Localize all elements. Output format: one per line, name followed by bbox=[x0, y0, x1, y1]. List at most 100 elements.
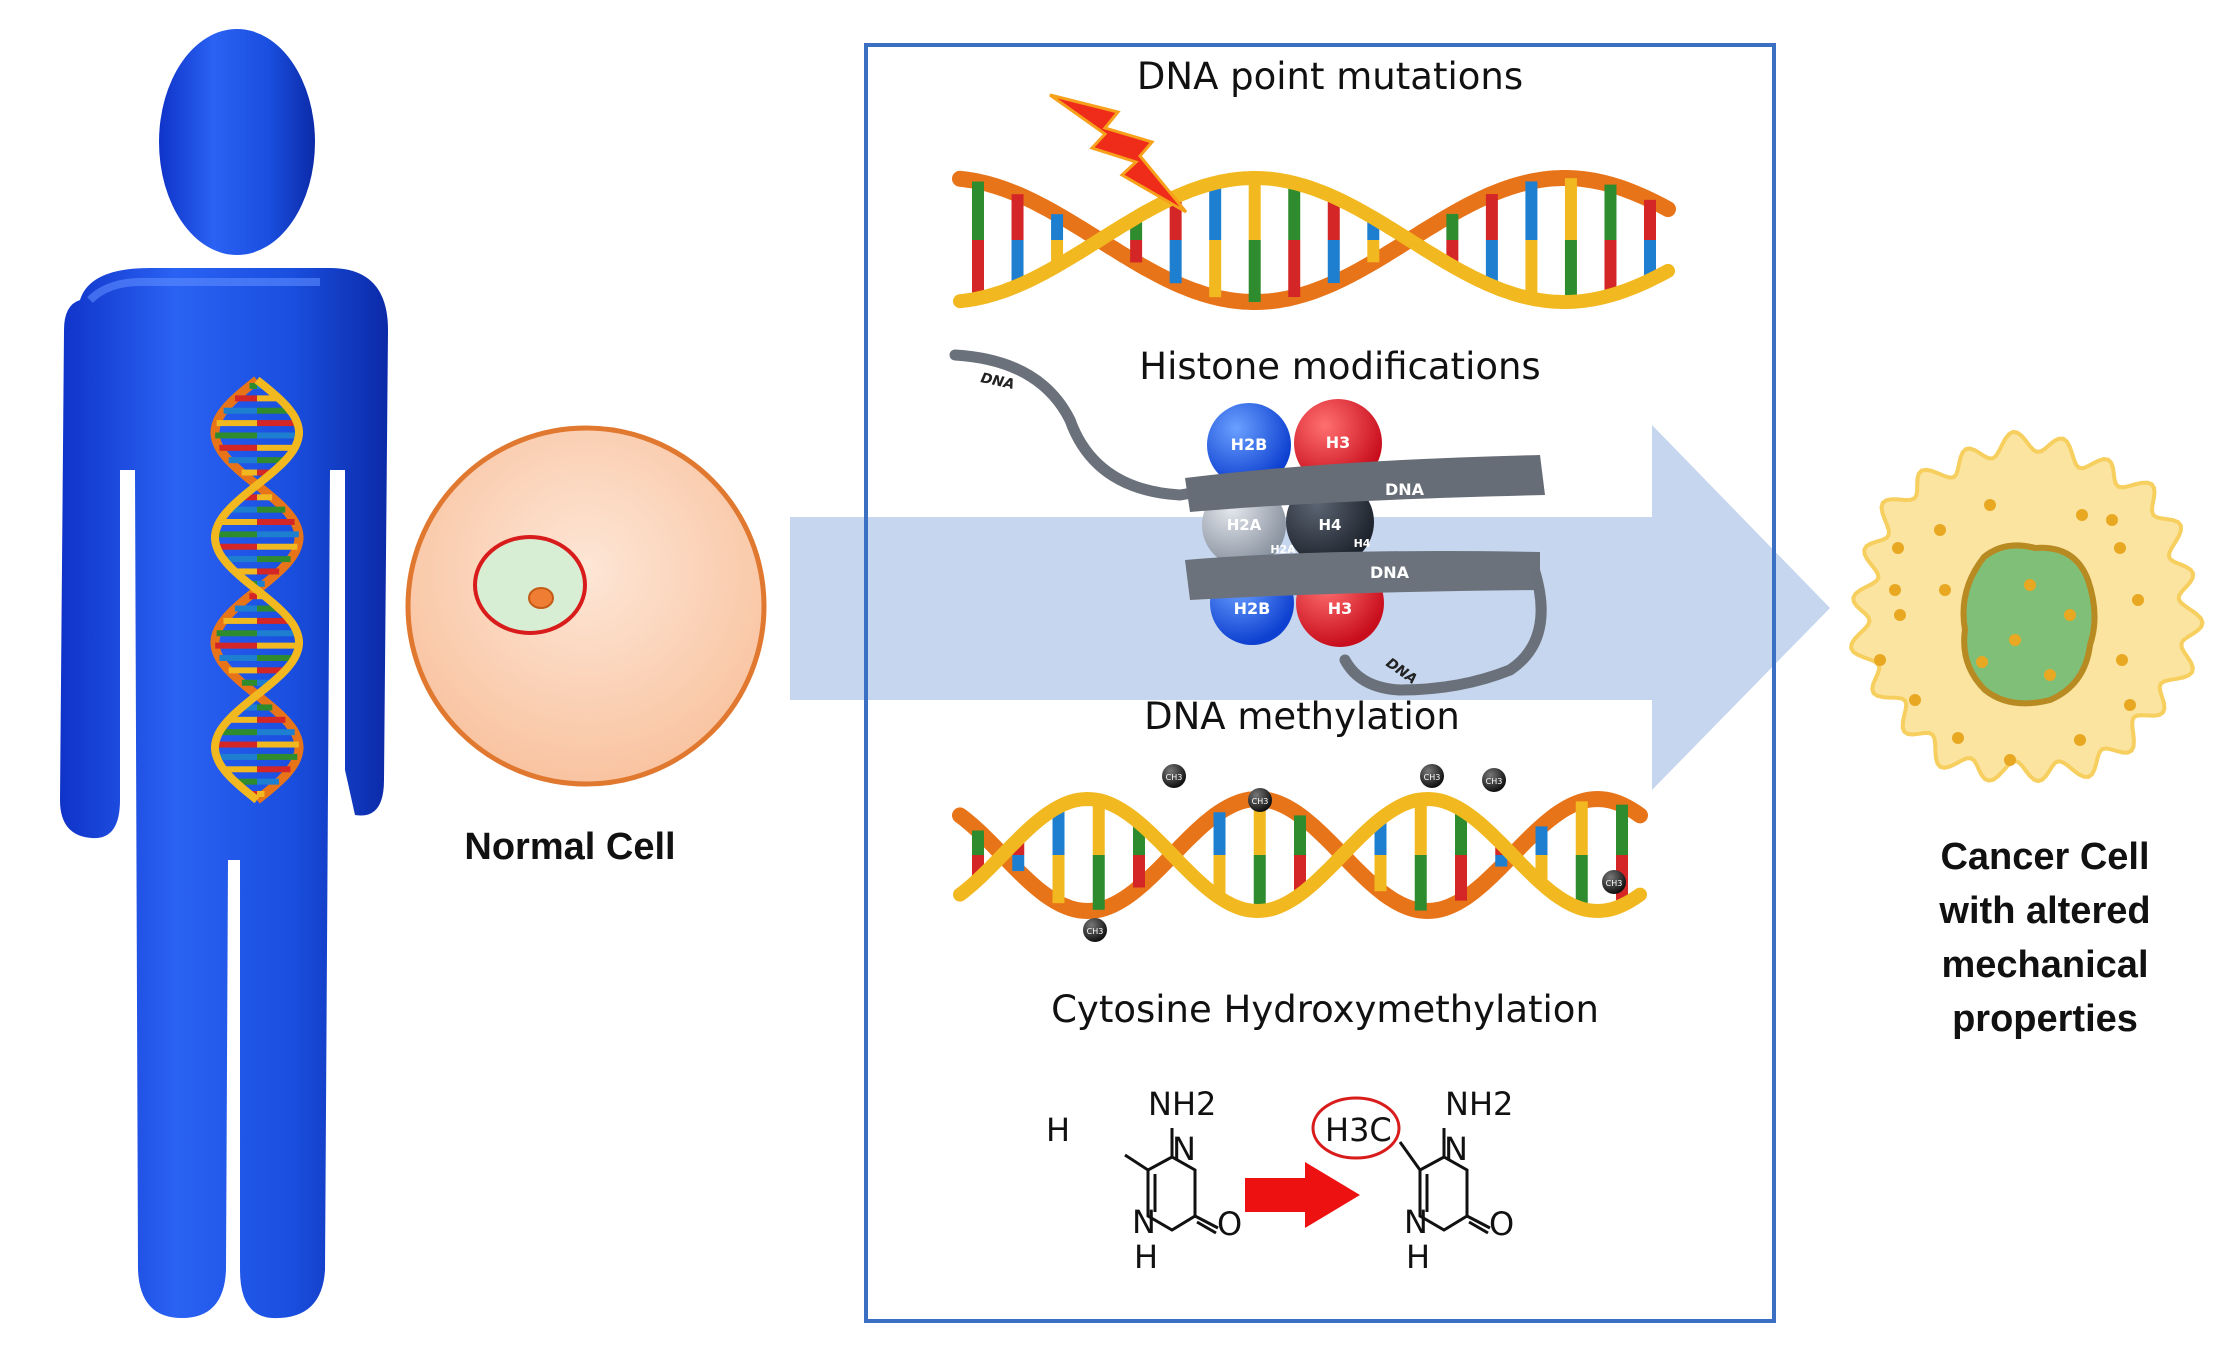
dna-base-pair bbox=[1604, 240, 1617, 296]
dna-base-pair bbox=[257, 519, 295, 525]
dna-base-pair bbox=[1248, 240, 1261, 302]
dna-tail-left-label: DNA bbox=[979, 370, 1016, 393]
h3-top-label: H3 bbox=[1326, 433, 1351, 452]
cancer-granule bbox=[1934, 524, 1946, 536]
dna-base-pair bbox=[257, 568, 280, 575]
dna-base-pair bbox=[219, 519, 257, 525]
dna-base-pair bbox=[1213, 812, 1226, 855]
normal-cell-membrane bbox=[405, 425, 767, 787]
dna-tail-left bbox=[949, 349, 1216, 501]
dna-base-pair bbox=[219, 729, 257, 736]
cancer-granule bbox=[2114, 542, 2126, 554]
dna-base-pair bbox=[216, 420, 257, 427]
dna-band-bottom bbox=[1185, 551, 1540, 600]
dna-base-pair bbox=[1130, 240, 1143, 263]
dna-base-pair bbox=[257, 679, 273, 686]
title-point-mutations: DNA point mutations bbox=[1136, 55, 1524, 98]
mechanisms-panel bbox=[864, 43, 1776, 1323]
svg-text:CH3: CH3 bbox=[1424, 773, 1441, 782]
dna-base-pair bbox=[228, 716, 257, 723]
dna-base-pair bbox=[257, 778, 279, 785]
dna-backbone bbox=[953, 171, 1675, 309]
dna-base-pair bbox=[249, 383, 257, 389]
dna-base-pair bbox=[1133, 855, 1145, 888]
figure-highlight bbox=[87, 277, 320, 303]
cancer-granule bbox=[2074, 734, 2086, 746]
methyl-tag: CH3 bbox=[1482, 768, 1506, 792]
title-dna-methylation: DNA methylation bbox=[1144, 695, 1460, 738]
dna-base-pair bbox=[257, 617, 291, 624]
dna-base-pair bbox=[1446, 213, 1459, 240]
dna-base-pair bbox=[234, 568, 257, 575]
dna-base-pair bbox=[1535, 826, 1548, 855]
title-cytosine-hydroxymethylation: Cytosine Hydroxymethylation bbox=[1051, 988, 1599, 1031]
svg-text:CH3: CH3 bbox=[1606, 879, 1623, 888]
dna-base-pair bbox=[1051, 214, 1064, 240]
cancer-granule bbox=[2009, 634, 2021, 646]
cancer-granule bbox=[2124, 699, 2136, 711]
left-o: O bbox=[1217, 1205, 1242, 1243]
cancer-granule bbox=[2106, 514, 2118, 526]
methyl-tag: CH3 bbox=[1162, 764, 1186, 788]
dna-base-pair bbox=[257, 407, 291, 414]
dna-base-pair bbox=[1575, 801, 1588, 855]
methylated-dna bbox=[952, 790, 1648, 920]
dna-base-pair bbox=[1209, 240, 1222, 298]
dna-base-pair bbox=[1564, 178, 1577, 240]
dna-base-pair bbox=[1012, 855, 1025, 872]
dna-base-pair bbox=[1169, 240, 1182, 284]
dna-base-pair bbox=[972, 830, 984, 855]
dna-base-pair bbox=[257, 630, 298, 637]
methyl-tags: CH3 CH3 CH3 CH3 CH3 CH3 bbox=[1083, 764, 1626, 942]
cancer-granule bbox=[2044, 669, 2056, 681]
methyl-tag: CH3 bbox=[1248, 788, 1272, 812]
dna-base-pair bbox=[1092, 800, 1105, 855]
lightning-bolt-icon bbox=[1049, 93, 1188, 214]
dna-base-pair bbox=[257, 716, 286, 723]
cytosine-molecule bbox=[1124, 1128, 1219, 1235]
dna-base-pair bbox=[1644, 240, 1656, 281]
normal-cell-nucleus bbox=[473, 535, 587, 635]
dna-base-pair bbox=[1485, 240, 1498, 286]
dna-base-pair bbox=[257, 655, 295, 661]
dna-base-pair bbox=[1525, 240, 1538, 299]
dna-base-pair bbox=[257, 556, 291, 563]
figure-head bbox=[159, 29, 315, 255]
dna-backbone bbox=[211, 376, 303, 804]
svg-text:CH3: CH3 bbox=[1087, 927, 1104, 936]
dna-base-pair bbox=[257, 531, 299, 538]
dna-base-pair bbox=[1052, 855, 1065, 904]
nucleosome: DNA H2B H3 H2A H4 H2A H4 DNA DNA H2B H3 … bbox=[949, 349, 1547, 696]
dna-base-pair bbox=[219, 655, 257, 661]
dna-base-pair bbox=[1327, 196, 1340, 240]
h4-label: H4 bbox=[1319, 516, 1342, 534]
h2a-small-label: H2A bbox=[1270, 543, 1296, 556]
dna-base-pair bbox=[1294, 815, 1306, 855]
dna-base-pair bbox=[1414, 855, 1427, 911]
dna-base-pair bbox=[1604, 184, 1617, 240]
dna-base-pair bbox=[215, 741, 257, 748]
dna-base-pair bbox=[241, 679, 257, 686]
dna-base-pair bbox=[257, 766, 291, 773]
dna-base-pair bbox=[1455, 855, 1467, 901]
dna-base-pair bbox=[257, 469, 273, 476]
dna-band-bottom-label: DNA bbox=[1370, 563, 1410, 582]
dna-base-pair bbox=[257, 704, 273, 711]
cancer-granule bbox=[1874, 654, 1886, 666]
body-dna-helix bbox=[210, 376, 304, 804]
methyl-tag: CH3 bbox=[1083, 918, 1107, 942]
dna-base-pair bbox=[216, 543, 257, 550]
dna-base-pair bbox=[1092, 855, 1105, 910]
dna-base-pair bbox=[257, 420, 298, 427]
dna-base-pair bbox=[257, 432, 299, 439]
cytosine-labels: NH2 H N N H O bbox=[1046, 1085, 1242, 1276]
dna-base-pair bbox=[972, 240, 984, 299]
cancer-granule bbox=[2024, 579, 2036, 591]
cancer-cell-label: Cancer Cell with altered mechanical prop… bbox=[1890, 830, 2200, 1046]
dna-base-pair bbox=[257, 729, 295, 736]
dna-base-pair bbox=[241, 494, 257, 501]
dna-base-pair bbox=[1414, 799, 1427, 855]
svg-text:CH3: CH3 bbox=[1486, 777, 1503, 786]
